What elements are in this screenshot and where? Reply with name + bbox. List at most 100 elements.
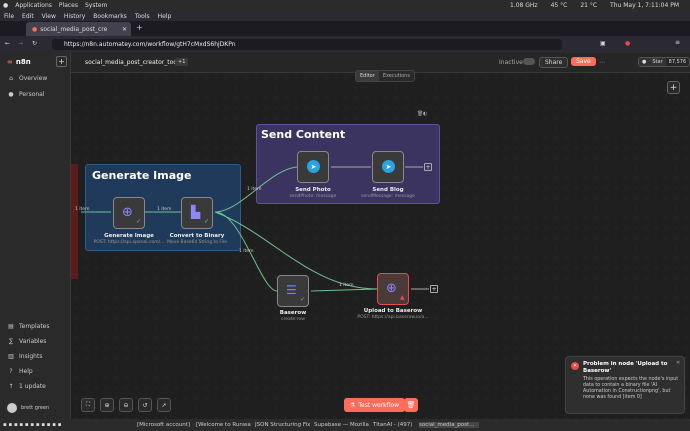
node-label: Generate Image <box>104 233 154 239</box>
forward-icon[interactable]: → <box>18 40 24 47</box>
back-icon[interactable]: ← <box>5 40 11 47</box>
error-icon: ✕ <box>571 362 579 370</box>
more-options-icon[interactable]: ⋯ <box>599 59 605 66</box>
help-icon: ? <box>9 368 13 375</box>
menu-file[interactable]: File <box>4 12 15 20</box>
close-toast-icon[interactable]: ✕ <box>676 360 681 366</box>
node-send-blog[interactable]: ➤ <box>372 151 404 183</box>
add-next-node-button[interactable]: + <box>424 163 432 171</box>
extension-red-icon[interactable]: ● <box>625 40 631 47</box>
zoom-in-icon[interactable]: ⊕ <box>100 398 114 412</box>
telegram-icon: ➤ <box>382 160 395 173</box>
node-subtitle: POST: https://api.openai.com/... <box>93 240 165 245</box>
sidebar-item-personal[interactable]: ●Personal <box>8 91 45 98</box>
new-tab-icon[interactable]: + <box>136 23 143 32</box>
launcher-icons[interactable]: ▪ ▪ ▪ ▪ ▪ ▪ ▪ ▪ ▪ ▪ ▪ <box>3 422 62 428</box>
taskbar-item[interactable]: Supabase — Mozilla F... <box>314 422 369 428</box>
node-baserow[interactable]: ☰ ✓ <box>277 275 309 307</box>
sidebar-item-update[interactable]: ↑1 update <box>8 383 46 390</box>
cpu-readout: 1.08 GHz <box>510 2 538 9</box>
sidebar-item-overview[interactable]: ⌂Overview <box>7 75 47 82</box>
applications-menu[interactable]: Applications <box>15 2 52 9</box>
node-label: Convert to Binary <box>169 233 225 239</box>
sidebar-item-insights[interactable]: ▥Insights <box>8 353 43 360</box>
flask-icon: ⚗ <box>350 401 356 409</box>
sidebar-item-variables[interactable]: ∑Variables <box>8 338 47 345</box>
node-label: Send Photo <box>295 187 331 193</box>
node-generate-image[interactable]: ⊕ ✓ <box>113 197 145 229</box>
avatar <box>7 403 17 413</box>
add-icon[interactable]: + <box>56 56 67 67</box>
workflow-name[interactable]: social_media_post_creator_tool <box>85 59 179 66</box>
menu-history[interactable]: History <box>63 12 86 20</box>
node-subtitle: create:row <box>281 317 305 322</box>
reload-icon[interactable]: ↻ <box>32 40 38 47</box>
share-button[interactable]: Share <box>539 57 569 68</box>
save-button[interactable]: Save <box>571 57 596 66</box>
group-delete-icon[interactable]: 🗑 <box>417 111 424 117</box>
add-node-button[interactable]: + <box>667 81 680 94</box>
zoom-out-icon[interactable]: ⊖ <box>119 398 133 412</box>
delete-execution-icon[interactable]: 🗑 <box>404 398 418 412</box>
user-icon: ● <box>8 91 14 98</box>
active-toggle[interactable] <box>523 58 535 65</box>
n8n-logo[interactable]: ∞ n8n <box>7 58 31 66</box>
taskbar-item[interactable]: JSON Structuring Fix ... <box>255 422 310 428</box>
clock[interactable]: Thu May 1, 7:11:04 PM <box>610 2 679 9</box>
os-top-bar: ● Applications Places System 1.08 GHz 45… <box>0 0 690 11</box>
os-logo-icon[interactable]: ● <box>3 2 9 9</box>
menu-hamburger-icon[interactable]: ≡ <box>675 39 681 46</box>
sidebar-item-help[interactable]: ?Help <box>7 368 32 375</box>
tidy-up-icon[interactable]: ➚ <box>157 398 171 412</box>
node-send-photo[interactable]: ➤ <box>297 151 329 183</box>
taskbar-item[interactable]: [Microsoft account] H... <box>137 422 192 428</box>
tab-strip: ● social_media_post_cre ✕ + <box>0 21 690 36</box>
node-subtitle: sendPhoto: message <box>289 194 337 199</box>
group-send-content[interactable]: Send Content <box>256 124 440 204</box>
menu-edit[interactable]: Edit <box>22 12 34 20</box>
n8n-logo-icon: ∞ <box>7 58 13 66</box>
edge-label: 1 item <box>247 187 262 192</box>
github-star-button[interactable]: ● Star 87,576 <box>638 57 690 67</box>
node-subtitle: Move Base64 String to File <box>167 240 227 245</box>
add-next-node-button[interactable]: + <box>430 285 438 293</box>
temp-readout: 45 °C <box>550 2 568 9</box>
weather-readout: 21 °C <box>580 2 598 9</box>
edge-convert-photo <box>214 166 300 213</box>
menu-help[interactable]: Help <box>157 12 172 20</box>
menu-view[interactable]: View <box>41 12 56 20</box>
close-tab-icon[interactable]: ✕ <box>121 25 127 33</box>
tag-count-badge[interactable]: +1 <box>175 58 189 66</box>
taskbar-item-active[interactable]: social_media_post... <box>419 422 479 428</box>
edge-label: 1 item <box>239 249 254 254</box>
url-text: https://n8n.automatey.com/workflow/gtH7c… <box>64 41 236 48</box>
tab-editor[interactable]: Editor <box>356 71 379 81</box>
edge-label: 1 item <box>157 207 172 212</box>
node-upload-to-baserow[interactable]: ⊕ ▲ <box>377 273 409 305</box>
taskbar-item[interactable]: TitanAI - (497) <box>373 422 413 428</box>
edge-baserow-upload <box>310 288 378 292</box>
reset-zoom-icon[interactable]: ↺ <box>138 398 152 412</box>
success-check-icon: ✓ <box>136 218 142 225</box>
fit-view-icon[interactable]: ⛶ <box>81 398 95 412</box>
nav-bar: ← → ↻ https://n8n.automatey.com/workflow… <box>0 36 690 53</box>
group-generate-image[interactable]: Generate Image <box>85 164 241 251</box>
sidebar-item-templates[interactable]: ▤Templates <box>8 323 50 330</box>
node-convert-to-binary[interactable]: ▙ ✓ <box>181 197 213 229</box>
extension-icon[interactable]: ▣ <box>600 40 606 47</box>
user-menu[interactable]: brett green <box>7 403 49 413</box>
status-label: Inactive <box>499 59 523 66</box>
url-field[interactable]: https://n8n.automatey.com/workflow/gtH7c… <box>52 39 562 50</box>
tab-active[interactable]: ● social_media_post_cre ✕ <box>26 22 131 36</box>
taskbar-item[interactable]: [Welcome to Runway ... <box>196 422 251 428</box>
system-menu[interactable]: System <box>84 2 108 9</box>
test-workflow-button[interactable]: ⚗ Test workflow <box>344 398 405 412</box>
places-menu[interactable]: Places <box>58 2 78 9</box>
tab-executions[interactable]: Executions <box>382 73 410 79</box>
workflow-canvas[interactable]: Editor Executions + Generate Image Send … <box>71 70 690 419</box>
group-color-icon[interactable]: ◐ <box>423 111 428 117</box>
edge-convert-upload <box>214 211 378 290</box>
menu-tools[interactable]: Tools <box>134 12 150 20</box>
menu-bookmarks[interactable]: Bookmarks <box>93 12 127 20</box>
error-toast[interactable]: ✕ ✕ Problem in node 'Upload to Baserow' … <box>565 356 685 414</box>
